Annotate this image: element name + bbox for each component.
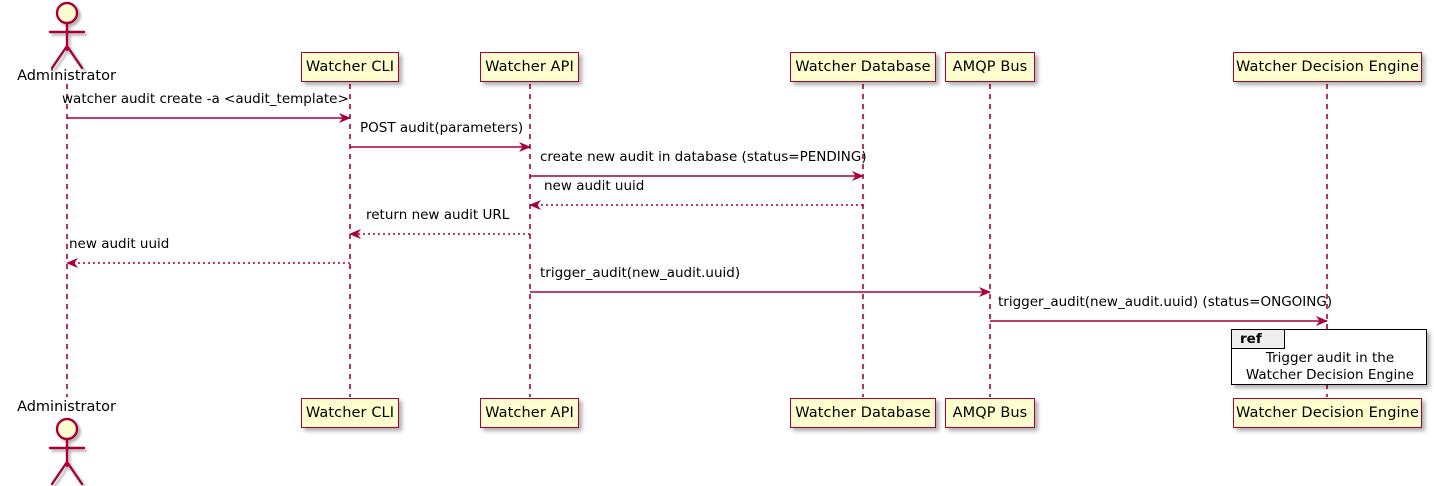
participant-label-administrator-bottom: Administrator [17, 399, 116, 415]
participant-label-watcher-decision-engine-bottom: Watcher Decision Engine [1236, 405, 1419, 421]
participant-label-administrator-top: Administrator [17, 68, 116, 84]
ref-fragment-body: Trigger audit in the Watcher Decision En… [1245, 350, 1415, 383]
message-label-6: new audit uuid [69, 236, 170, 252]
participant-label-amqp-bus-bottom: AMQP Bus [952, 405, 1028, 421]
ref-fragment: ref Trigger audit in the Watcher Decisio… [1231, 329, 1427, 385]
participant-label-watcher-decision-engine-top: Watcher Decision Engine [1236, 59, 1419, 75]
participant-watcher-cli-bottom[interactable]: Watcher CLI [301, 398, 399, 428]
participant-watcher-cli-top[interactable]: Watcher CLI [301, 52, 399, 82]
participant-label-watcher-database-bottom: Watcher Database [795, 405, 931, 421]
message-label-8: trigger_audit(new_audit.uuid) (status=ON… [998, 294, 1333, 310]
participant-amqp-bus-top[interactable]: AMQP Bus [945, 52, 1035, 82]
message-label-1: watcher audit create -a <audit_template> [62, 91, 349, 107]
participant-amqp-bus-bottom[interactable]: AMQP Bus [945, 398, 1035, 428]
actor-figure-bottom-administrator [48, 417, 86, 486]
participant-label-watcher-database-top: Watcher Database [795, 59, 931, 75]
participant-watcher-decision-engine-bottom[interactable]: Watcher Decision Engine [1233, 398, 1422, 428]
message-label-5: return new audit URL [366, 207, 510, 223]
participant-label-watcher-api-bottom: Watcher API [485, 405, 574, 421]
participant-watcher-database-bottom[interactable]: Watcher Database [790, 398, 936, 428]
actor-figure-top-administrator [48, 1, 86, 70]
participant-label-watcher-cli-bottom: Watcher CLI [305, 405, 395, 421]
participant-watcher-database-top[interactable]: Watcher Database [790, 52, 936, 82]
participant-watcher-api-bottom[interactable]: Watcher API [480, 398, 579, 428]
participant-label-watcher-api-top: Watcher API [485, 59, 574, 75]
message-label-3: create new audit in database (status=PEN… [540, 149, 867, 165]
message-label-7: trigger_audit(new_audit.uuid) [540, 265, 741, 281]
participant-watcher-api-top[interactable]: Watcher API [480, 52, 579, 82]
ref-fragment-tab: ref [1232, 330, 1285, 349]
participant-watcher-decision-engine-top[interactable]: Watcher Decision Engine [1233, 52, 1422, 82]
message-label-2: POST audit(parameters) [360, 120, 524, 136]
participant-label-amqp-bus-top: AMQP Bus [952, 59, 1028, 75]
message-label-4: new audit uuid [544, 178, 645, 194]
participant-label-watcher-cli-top: Watcher CLI [305, 59, 395, 75]
